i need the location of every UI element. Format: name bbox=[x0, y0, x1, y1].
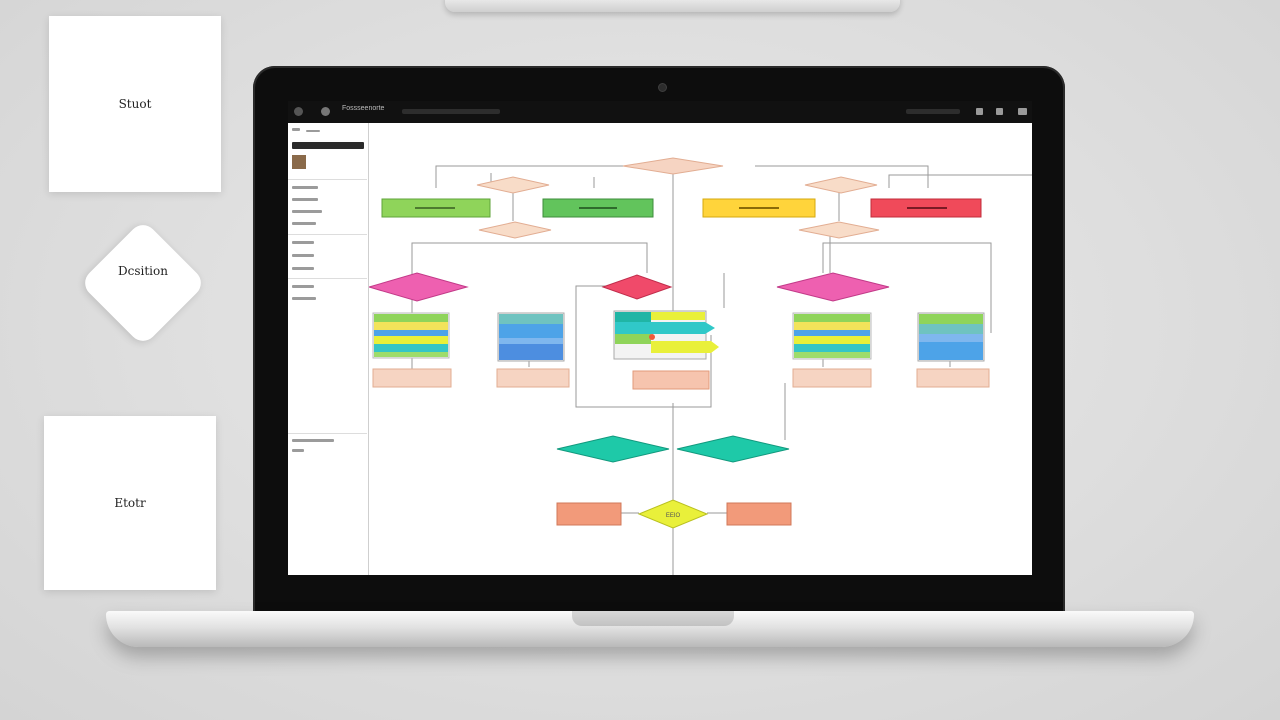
decision-bottom-center[interactable] bbox=[637, 499, 709, 529]
decision-node-left[interactable] bbox=[476, 176, 550, 194]
diagram-canvas[interactable]: EEIO bbox=[369, 123, 1032, 575]
sidebar-search-button[interactable] bbox=[292, 142, 364, 149]
decision-card-label: Dcsition bbox=[118, 264, 168, 278]
shape-thumbnail[interactable] bbox=[292, 155, 306, 169]
box-label bbox=[907, 207, 947, 209]
shapes-sidebar bbox=[288, 123, 369, 575]
share-icon[interactable] bbox=[976, 108, 983, 115]
laptop-notch bbox=[572, 611, 734, 626]
flowchart-svg: EEIO bbox=[369, 157, 1032, 575]
result-box-4[interactable] bbox=[792, 368, 872, 388]
result-box-5[interactable] bbox=[916, 368, 990, 388]
decision-node-mid-left[interactable] bbox=[478, 221, 552, 239]
sidebar-item[interactable] bbox=[292, 186, 318, 189]
process-box-bottom-right[interactable] bbox=[726, 502, 792, 526]
sidebar-item[interactable] bbox=[292, 198, 318, 201]
sidebar-item[interactable] bbox=[292, 449, 304, 452]
box-label bbox=[579, 207, 617, 209]
sidebar-item[interactable] bbox=[292, 267, 314, 270]
decision-pink-right[interactable] bbox=[776, 272, 890, 302]
sidebar-item[interactable] bbox=[292, 439, 334, 442]
sidebar-item[interactable] bbox=[306, 130, 320, 132]
sidebar-item[interactable] bbox=[292, 210, 322, 213]
divider bbox=[288, 278, 367, 279]
decision-card[interactable] bbox=[79, 219, 207, 347]
device-top-edge bbox=[445, 0, 900, 12]
connector-lines bbox=[411, 165, 1032, 575]
result-box-3[interactable] bbox=[632, 370, 710, 390]
menu-icon[interactable] bbox=[294, 107, 303, 116]
result-box-2[interactable] bbox=[496, 368, 570, 388]
stack-group-4[interactable] bbox=[792, 312, 872, 360]
stack-group-center[interactable] bbox=[613, 310, 719, 360]
decision-node-mid-right[interactable] bbox=[798, 221, 880, 239]
app-title: Fossseenorte bbox=[342, 105, 385, 112]
profile-icon[interactable] bbox=[1018, 108, 1027, 115]
divider bbox=[288, 179, 367, 180]
settings-icon[interactable] bbox=[996, 108, 1003, 115]
stack-group-1[interactable] bbox=[372, 312, 450, 359]
sidebar-item[interactable] bbox=[292, 297, 316, 300]
decision-node-top[interactable] bbox=[622, 157, 724, 175]
decision-red-center[interactable] bbox=[601, 274, 673, 300]
process-box-bottom-left[interactable] bbox=[556, 502, 622, 526]
divider bbox=[288, 234, 367, 235]
decision-node-right[interactable] bbox=[804, 176, 878, 194]
sidebar-item[interactable] bbox=[292, 222, 316, 225]
box-label bbox=[415, 207, 455, 209]
bottom-decision-label: EEIO bbox=[666, 513, 681, 519]
sidebar-item[interactable] bbox=[292, 254, 314, 257]
search-input[interactable] bbox=[402, 109, 500, 114]
divider bbox=[288, 433, 367, 434]
sidebar-item[interactable] bbox=[292, 285, 314, 288]
sidebar-item[interactable] bbox=[292, 241, 314, 244]
start-card-label: Stuot bbox=[118, 97, 152, 111]
end-card-label: Etotr bbox=[114, 496, 146, 510]
box-label bbox=[739, 207, 779, 209]
camera-icon bbox=[658, 83, 667, 92]
decision-pink-left[interactable] bbox=[369, 272, 469, 302]
start-card[interactable]: Stuot bbox=[49, 16, 221, 192]
app-titlebar: Fossseenorte bbox=[288, 101, 1032, 123]
stack-group-2[interactable] bbox=[497, 312, 565, 362]
stack-group-5[interactable] bbox=[917, 312, 985, 362]
app-icon[interactable] bbox=[321, 107, 330, 116]
decision-teal-left[interactable] bbox=[556, 435, 670, 463]
zoom-bar[interactable] bbox=[906, 109, 960, 114]
laptop-screen: Fossseenorte bbox=[288, 101, 1032, 575]
end-card[interactable]: Etotr bbox=[44, 416, 216, 590]
sidebar-item[interactable] bbox=[292, 128, 300, 131]
decision-teal-right[interactable] bbox=[676, 435, 790, 463]
result-box-1[interactable] bbox=[372, 368, 452, 388]
